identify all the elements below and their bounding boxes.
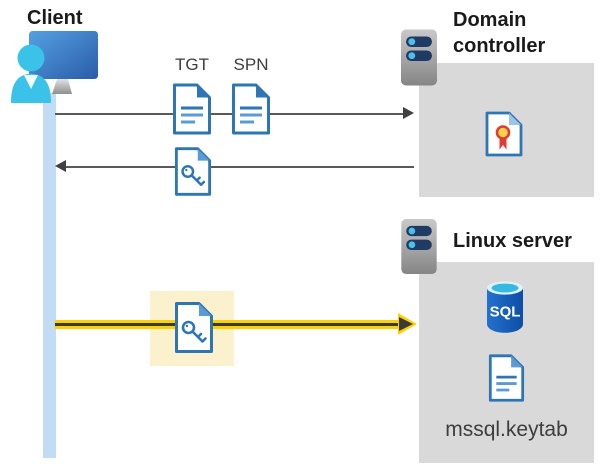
tgt-label: TGT [175, 55, 209, 74]
ribbon-icon [499, 138, 507, 150]
key-icon [181, 320, 207, 343]
spn-ticket-icon [232, 83, 270, 135]
kerberos-key-document-icon [175, 302, 213, 353]
domain-controller-server-icon [401, 29, 437, 86]
request-arrowhead-icon [403, 107, 414, 119]
linux-server-icon [401, 218, 437, 275]
certificate-icon [485, 111, 523, 157]
tgt-ticket-icon [173, 83, 211, 135]
rosette-icon [495, 125, 511, 140]
sql-text: SQL [490, 304, 521, 321]
person-icon [11, 44, 51, 103]
domain-controller-label-line2: controller [453, 35, 546, 57]
monitor-icon [29, 31, 98, 94]
spn-label: SPN [233, 55, 269, 74]
client-label: Client [27, 7, 83, 29]
sql-database-icon: SQL [487, 281, 523, 333]
keytab-label: mssql.keytab [445, 418, 568, 441]
domain-controller-label: Domain controller [453, 7, 545, 59]
monitor-stand [52, 79, 72, 94]
keytab-file-icon [488, 354, 525, 402]
response-arrowhead-icon [55, 160, 66, 172]
client-icon [11, 31, 98, 103]
linux-server-label: Linux server [453, 230, 572, 252]
client-lifeline [43, 93, 56, 458]
domain-controller-label-line1: Domain [453, 9, 527, 31]
key-icon [181, 165, 206, 187]
ticket-key-document-icon [174, 147, 212, 196]
